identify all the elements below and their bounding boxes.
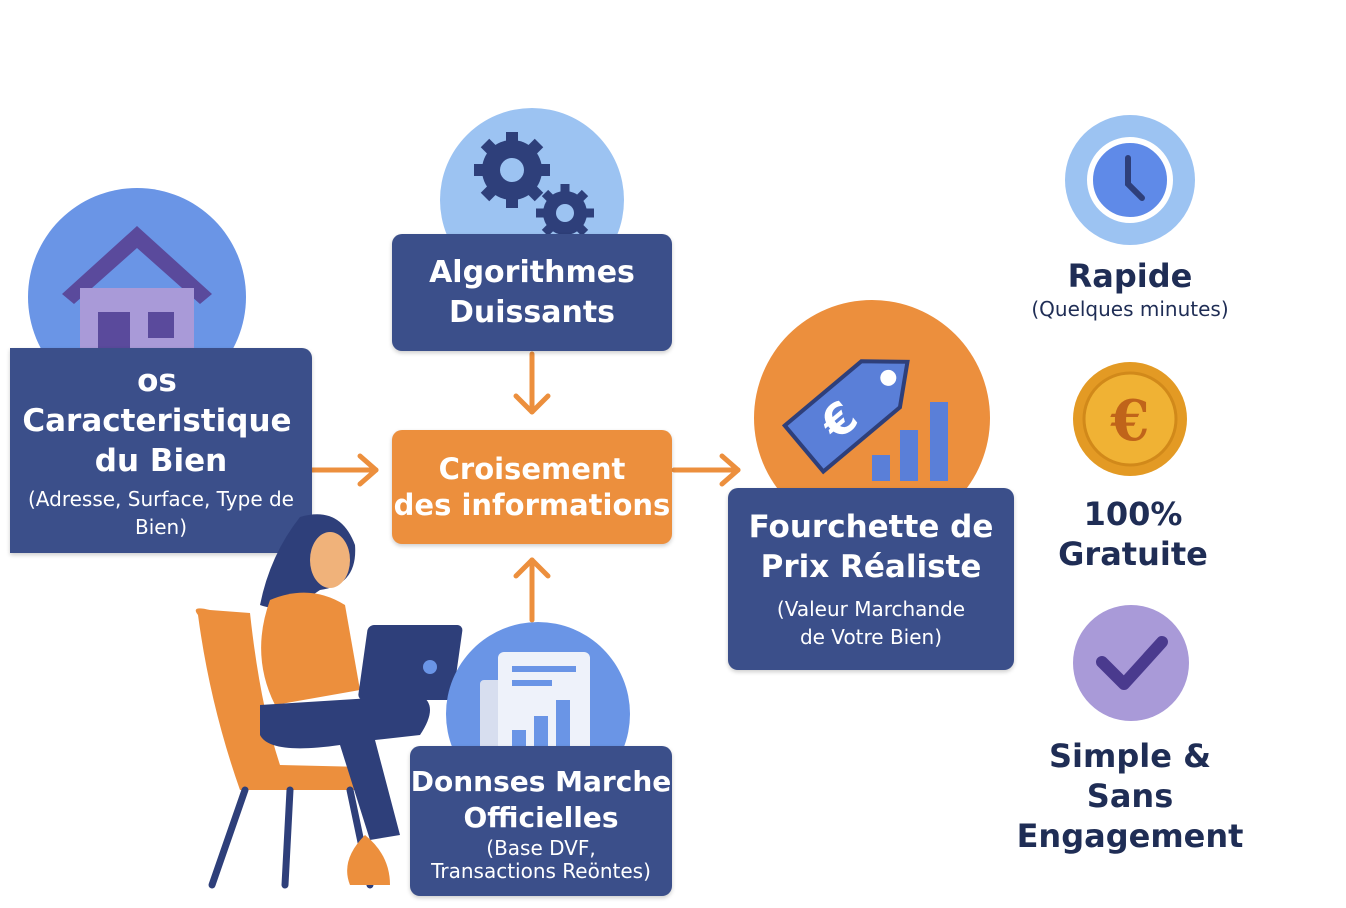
benefit-simple: Simple & Sans Engagement	[970, 736, 1290, 856]
benefit-simple-title: Simple &	[1049, 737, 1211, 775]
arrow-inputs-to-center	[309, 453, 379, 487]
arrow-data-to-center	[513, 557, 551, 623]
benefit-free-title: 100%	[1083, 495, 1183, 533]
result-subtitle-line2: de Votre Bien)	[799, 625, 943, 649]
property-title: os Caracteristique	[22, 362, 292, 439]
official-market-data-box: Donnses Marche Officielles (Base DVF, Tr…	[410, 746, 672, 896]
property-title-line2: du Bien	[94, 442, 228, 479]
gears-icon	[474, 132, 594, 238]
benefit-fast-title: Rapide	[1067, 257, 1193, 295]
property-subtitle: (Adresse, Surface, Type de Bien)	[28, 486, 294, 539]
euro-price-tag-icon: €	[781, 359, 948, 481]
property-characteristics-box: os Caracteristique du Bien (Adresse, Sur…	[10, 348, 312, 553]
market-data-title: Donnses Marche	[410, 765, 672, 798]
euro-coin-icon: €	[1073, 362, 1187, 476]
market-data-subtitle: (Base DVF,	[486, 836, 596, 860]
algorithms-box: Algorithmes Duissants	[392, 234, 672, 351]
arrow-center-to-result	[671, 453, 741, 487]
benefit-fast: Rapide (Quelques minutes)	[1000, 256, 1260, 322]
market-data-subtitle-line2: Transactions Reöntes)	[431, 859, 651, 883]
result-title-line2: Prix Réaliste	[760, 549, 982, 585]
arrow-algorithms-to-center	[513, 351, 551, 415]
center-title: Croisement	[438, 452, 626, 486]
person-with-laptop-illustration	[195, 514, 463, 889]
benefit-free-title-line2: Gratuite	[1058, 535, 1208, 573]
benefit-free: 100% Gratuite	[1000, 494, 1266, 574]
document-chart-icon	[480, 652, 590, 766]
algorithms-title-line2: Duissants	[448, 294, 616, 330]
price-range-box: Fourchette de Prix Réaliste (Valeur Marc…	[728, 488, 1014, 670]
result-title: Fourchette de	[748, 509, 994, 545]
algorithms-title: Algorithmes	[429, 254, 635, 290]
benefit-simple-title-line2: Sans Engagement	[1016, 777, 1244, 855]
result-subtitle: (Valeur Marchande	[776, 597, 966, 621]
checkmark-icon	[1073, 605, 1189, 721]
clock-icon	[1065, 115, 1195, 245]
market-data-title-line2: Officielles	[463, 801, 619, 834]
benefit-fast-subtitle: (Quelques minutes)	[1031, 297, 1229, 321]
center-title-line2: des informations	[393, 488, 671, 522]
svg-text:€: €	[1110, 388, 1150, 454]
cross-referencing-box: Croisement des informations	[392, 430, 672, 544]
